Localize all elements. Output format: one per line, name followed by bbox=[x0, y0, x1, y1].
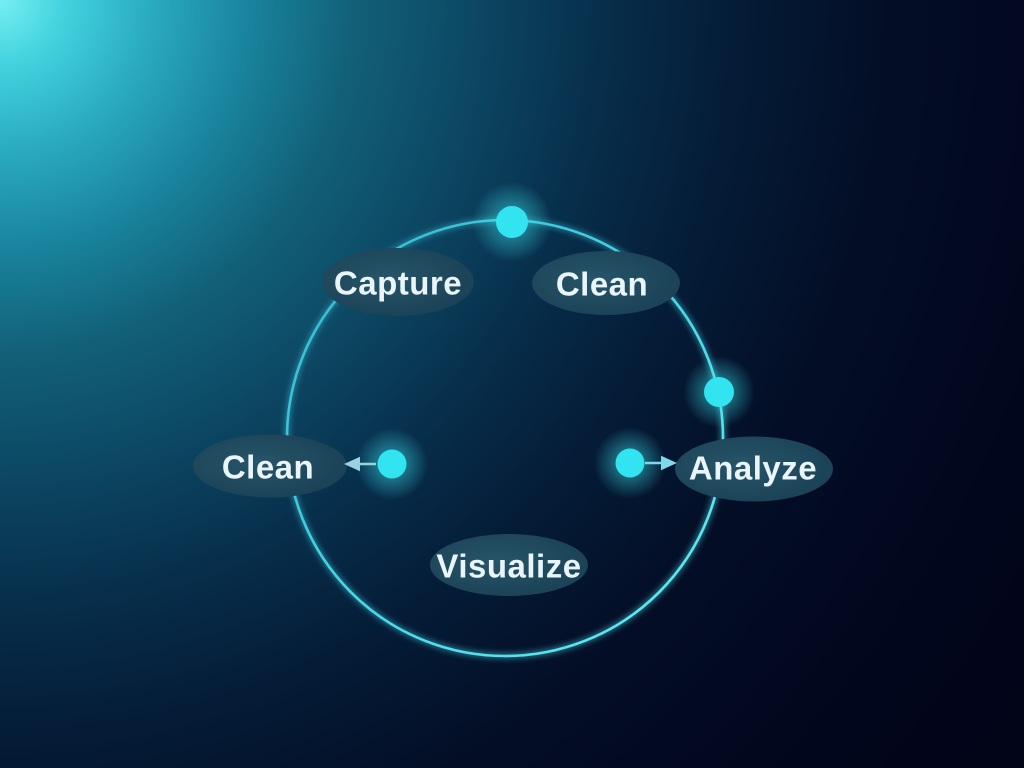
node-clean-left-ellipse bbox=[193, 434, 347, 498]
dot-top-core bbox=[496, 206, 528, 238]
node-visualize-label: Visualize bbox=[436, 548, 581, 585]
node-analyze: Analyze bbox=[675, 436, 833, 502]
arrow-to-clean-left-head-icon bbox=[344, 456, 360, 472]
dot-top bbox=[472, 182, 552, 262]
node-capture-ellipse bbox=[322, 248, 474, 316]
node-analyze-ellipse bbox=[675, 436, 833, 502]
node-visualize-ellipse bbox=[430, 534, 588, 596]
dot-left-core bbox=[377, 449, 407, 479]
arrow-to-analyze bbox=[645, 455, 677, 471]
dot-right bbox=[594, 427, 666, 499]
arrow-to-clean-left bbox=[344, 456, 376, 472]
dot-upper-right-core bbox=[704, 377, 734, 407]
dot-right-core bbox=[615, 448, 645, 478]
node-clean-left: Clean bbox=[193, 434, 347, 498]
dot-left bbox=[356, 428, 428, 500]
node-analyze-label: Analyze bbox=[689, 450, 817, 487]
node-visualize: Visualize bbox=[430, 534, 588, 596]
arrow-to-analyze-head-icon bbox=[661, 455, 677, 471]
dot-upper-right bbox=[683, 356, 755, 428]
node-clean-top-ellipse bbox=[532, 251, 680, 315]
node-clean-top: Clean bbox=[532, 251, 680, 315]
node-clean-top-label: Clean bbox=[556, 266, 648, 303]
node-capture: Capture bbox=[322, 248, 474, 316]
node-clean-left-label: Clean bbox=[222, 449, 314, 486]
node-capture-label: Capture bbox=[334, 265, 462, 302]
